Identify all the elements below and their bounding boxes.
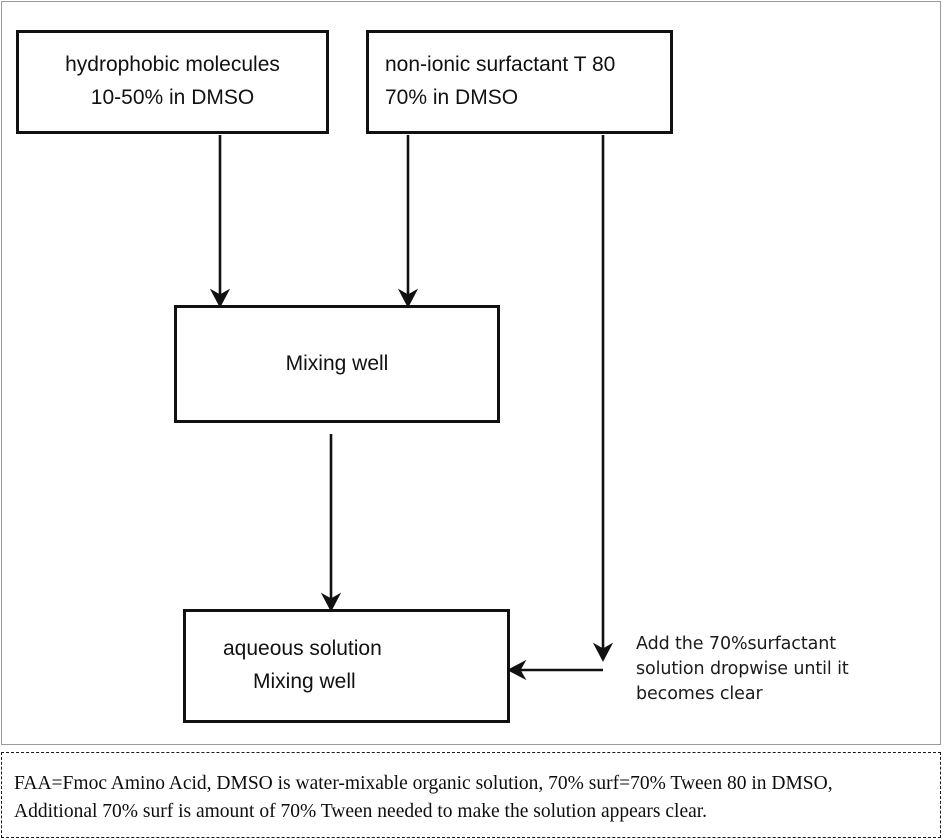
footer-caption-line-2: Additional 70% surf is amount of 70% Twe… [14,801,708,823]
footer-caption-box: FAA=Fmoc Amino Acid, DMSO is water-mixab… [1,752,941,838]
node-surfactant-line-1: non-ionic surfactant T 80 [385,53,616,77]
annotation-line-3: becomes clear [636,683,763,704]
footer-caption-line-1: FAA=Fmoc Amino Acid, DMSO is water-mixab… [14,773,833,794]
node-mixing-well-line-1: Mixing well [285,351,389,375]
annotation-line-2: solution dropwise until it [636,658,849,679]
annotation-line-1: Add the 70%surfactant [636,634,836,654]
diagram-panel: hydrophobic molecules 10-50% in DMSO non… [1,1,941,745]
node-surfactant-line-2: 70% in DMSO [385,86,519,109]
node-mixing-well: Mixing well [174,305,500,423]
annotation-add-surfactant: Add the 70%surfactant solution dropwise … [636,632,876,707]
node-aqueous-line-2: Mixing well [253,670,356,693]
node-hydrophobic-molecules: hydrophobic molecules 10-50% in DMSO [16,30,329,134]
node-non-ionic-surfactant: non-ionic surfactant T 80 70% in DMSO [366,30,673,134]
node-hydrophobic-line-1: hydrophobic molecules [65,53,280,77]
node-hydrophobic-line-2: 10-50% in DMSO [90,86,255,109]
node-aqueous-line-1: aqueous solution [223,637,382,661]
node-aqueous-solution: aqueous solution Mixing well [183,609,510,723]
